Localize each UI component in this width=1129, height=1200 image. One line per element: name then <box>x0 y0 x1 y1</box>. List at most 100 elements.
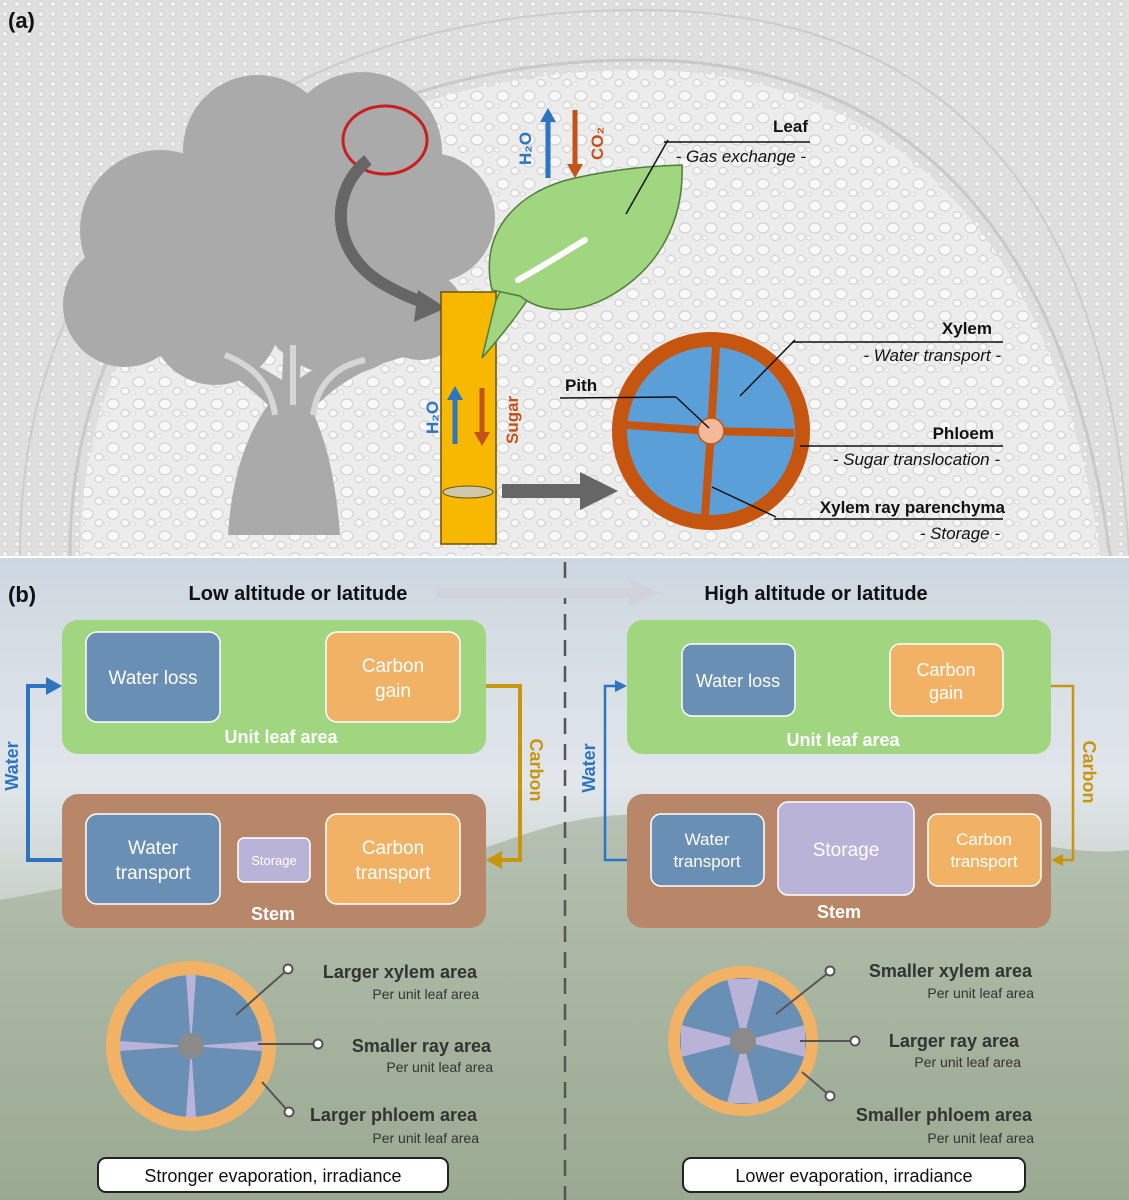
low-stem-section <box>106 961 276 1131</box>
leaf-title: Leaf <box>773 117 808 136</box>
low-carbon-transport-label-2: transport <box>356 863 432 884</box>
low-footer-box <box>97 1157 449 1193</box>
low-rays <box>120 975 262 1117</box>
low-phloem-area-sub: Per unit leaf area <box>372 1130 479 1146</box>
high-footer-label: Lower evaporation, irradiance <box>735 1166 972 1186</box>
xylem-rays <box>626 346 795 516</box>
panel-a-label: (a) <box>8 8 35 33</box>
high-water-arrowhead <box>615 680 627 692</box>
stem-cross-section <box>612 332 810 530</box>
low-water-loss-label: Water loss <box>108 668 197 689</box>
low-storage-box <box>237 837 311 883</box>
high-phloem-area: Smaller phloem area <box>856 1105 1033 1125</box>
high-water-arrow-label: Water <box>579 743 599 792</box>
high-carbon-arrow-line <box>1051 684 1075 862</box>
zoom-arrow-curve <box>334 155 432 310</box>
tree-trunk <box>175 334 408 535</box>
stem-sugar-arrowhead <box>474 432 490 446</box>
high-carbon-gain-label-1: Carbon <box>916 660 975 680</box>
low-water-loss-box <box>85 631 221 723</box>
low-carbon-gain-label-2: gain <box>375 681 411 702</box>
panel-a-leader-lines <box>559 139 1003 520</box>
high-storage-box <box>777 801 915 896</box>
low-ray-area: Smaller ray area <box>352 1036 492 1056</box>
panel-b-label: (b) <box>8 582 36 607</box>
pith-label: Pith <box>565 376 597 395</box>
high-carbon-arrow-label: Carbon <box>1079 741 1099 804</box>
panel-a: (a) <box>0 0 1129 557</box>
ray-title: Xylem ray parenchyma <box>820 498 1006 517</box>
gradient-arrow-head <box>630 580 660 606</box>
stem-segment <box>440 291 497 545</box>
low-stem-label: Stem <box>251 904 295 924</box>
low-heading: Low altitude or latitude <box>189 583 408 605</box>
phloem-subtitle: - Sugar translocation - <box>833 450 1001 469</box>
high-carbon-gain-box <box>889 643 1004 717</box>
high-xylem-area: Smaller xylem area <box>869 961 1033 981</box>
high-section-labels: Smaller xylem area Per unit leaf area La… <box>856 961 1034 1146</box>
h2o-gas-label: H₂O <box>516 132 535 165</box>
low-carbon-gain-box <box>325 631 461 723</box>
low-pith <box>178 1033 204 1059</box>
high-carbon-gain-label-2: gain <box>929 683 963 703</box>
high-pith <box>730 1028 756 1054</box>
panel-a-labels: Leaf - Gas exchange - Xylem - Water tran… <box>565 117 1006 543</box>
high-water-arrow-line <box>603 684 627 862</box>
leaf-highlight-circle <box>341 104 429 176</box>
leaf-subtitle: - Gas exchange - <box>676 147 807 166</box>
xylem-title: Xylem <box>942 319 992 338</box>
low-carbon-gain-label-1: Carbon <box>362 656 424 677</box>
low-ray-area-sub: Per unit leaf area <box>386 1059 493 1075</box>
high-water-transport-box <box>650 813 765 887</box>
stem-sugar-label: Sugar <box>503 395 522 444</box>
stem-h2o-label: H₂O <box>423 401 442 434</box>
low-carbon-arrow-line <box>486 684 522 862</box>
low-carbon-arrow-label: Carbon <box>526 739 546 802</box>
high-leaf-area-label: Unit leaf area <box>786 730 900 750</box>
low-water-arrow-label: Water <box>2 741 22 790</box>
high-carbon-transport-label-2: transport <box>950 852 1017 871</box>
h2o-up-arrowhead <box>540 108 556 122</box>
xylem-subtitle: - Water transport - <box>863 346 1001 365</box>
high-heading: High altitude or latitude <box>704 583 927 605</box>
high-water-loss-label: Water loss <box>696 671 780 691</box>
gradient-arrow-shaft <box>438 588 638 598</box>
low-carbon-transport-box <box>325 813 461 905</box>
stem-cut-ellipse <box>442 485 494 499</box>
low-section-labels: Larger xylem area Per unit leaf area Sma… <box>310 962 493 1146</box>
low-diagram: Water loss Carbon gain Unit leaf area Wa… <box>2 620 546 1193</box>
co2-down-arrowhead <box>567 164 583 178</box>
low-leaf-area-label: Unit leaf area <box>224 727 338 747</box>
tree-branch-highlights <box>223 345 366 416</box>
panel-b: (b) Low altitude or latitude High altitu… <box>0 558 1129 1200</box>
low-carbon-arrowhead <box>486 851 502 869</box>
low-section-leaders <box>235 970 316 1111</box>
high-section-dots <box>824 965 861 1102</box>
high-diagram: Water loss Carbon gain Unit leaf area Wa… <box>579 620 1099 1193</box>
low-water-arrow-line <box>26 684 62 862</box>
high-footer-box <box>682 1157 1026 1193</box>
phloem-title: Phloem <box>933 424 994 443</box>
low-water-transport-label-1: Water <box>128 838 179 859</box>
high-water-transport-label-2: transport <box>673 852 740 871</box>
high-water-loss-box <box>681 643 796 717</box>
high-storage-label: Storage <box>813 840 880 861</box>
section-arrow-shaft <box>502 484 584 498</box>
co2-gas-label: CO₂ <box>588 127 607 160</box>
stem-h2o-arrowhead <box>447 386 463 400</box>
low-footer-label: Stronger evaporation, irradiance <box>144 1166 401 1186</box>
low-xylem-area-sub: Per unit leaf area <box>372 986 479 1002</box>
tree-canopy <box>63 72 495 385</box>
low-storage-label: Storage <box>251 853 297 868</box>
high-section-leaders <box>775 972 852 1095</box>
high-carbon-transport-label-1: Carbon <box>956 830 1012 849</box>
high-xylem-area-sub: Per unit leaf area <box>927 985 1034 1001</box>
high-carbon-arrowhead <box>1051 854 1063 866</box>
high-phloem-area-sub: Per unit leaf area <box>927 1130 1034 1146</box>
low-water-arrowhead <box>46 677 62 695</box>
section-arrow-head <box>580 472 618 510</box>
high-stem-label: Stem <box>817 902 861 922</box>
low-phloem-area: Larger phloem area <box>310 1105 478 1125</box>
